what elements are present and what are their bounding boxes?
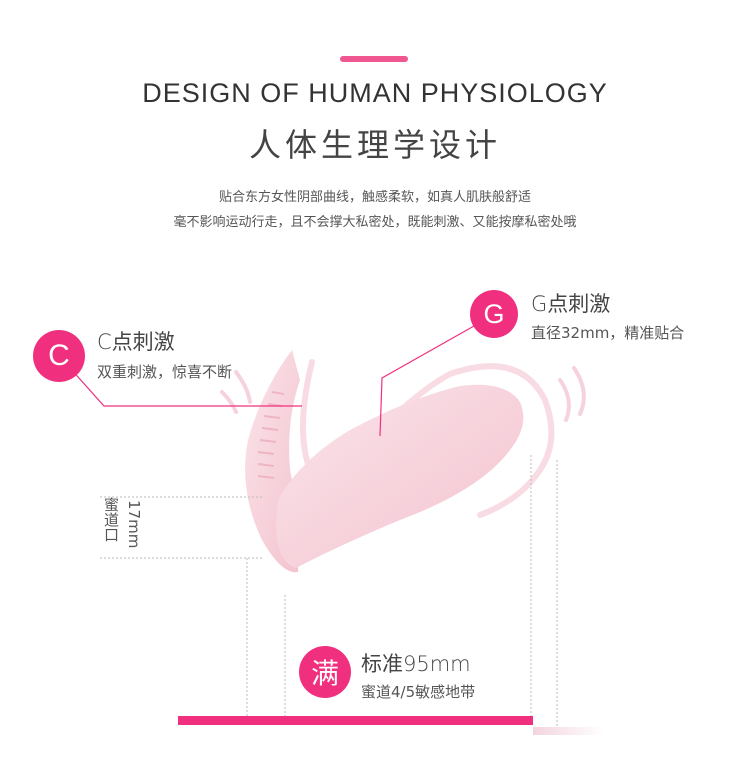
dimension-label: 蜜道口 xyxy=(102,497,120,542)
full-length-title: 标准95mm xyxy=(361,652,471,676)
c-point-title: C点刺激 xyxy=(97,330,175,354)
vibration-wave-right-2 xyxy=(572,366,586,416)
description-line-1: 贴合东方女性阴部曲线，触感柔软，如真人肌肤般舒适 xyxy=(218,190,531,205)
length-bar xyxy=(178,716,533,725)
vibration-wave-left-1 xyxy=(220,390,238,414)
description-line-2: 毫不影响运动行走，且不会撑大私密处，既能刺激、又能按摩私密处哦 xyxy=(173,215,577,230)
length-bar-fade xyxy=(533,727,603,735)
page-title-cn: 人体生理学设计 xyxy=(248,126,501,164)
c-point-badge: C xyxy=(33,330,85,382)
g-point-badge: G xyxy=(470,290,518,338)
g-point-title: G点刺激 xyxy=(531,292,611,316)
vibration-wave-left-2 xyxy=(234,370,252,404)
g-point-subtitle: 直径32mm，精准贴合 xyxy=(531,324,685,342)
top-accent-bar xyxy=(340,56,408,62)
page-title-en: DESIGN OF HUMAN PHYSIOLOGY xyxy=(142,78,608,108)
dimension-value: 17mm xyxy=(125,500,143,549)
full-length-badge: 满 xyxy=(299,646,351,698)
c-leader-line xyxy=(69,367,302,407)
full-length-subtitle: 蜜道4/5敏感地带 xyxy=(361,683,476,701)
c-point-subtitle: 双重刺激，惊喜不断 xyxy=(97,363,233,381)
product-g-arm xyxy=(276,384,524,568)
g-leader-line xyxy=(379,325,475,437)
vibration-wave-right-1 xyxy=(558,378,571,422)
